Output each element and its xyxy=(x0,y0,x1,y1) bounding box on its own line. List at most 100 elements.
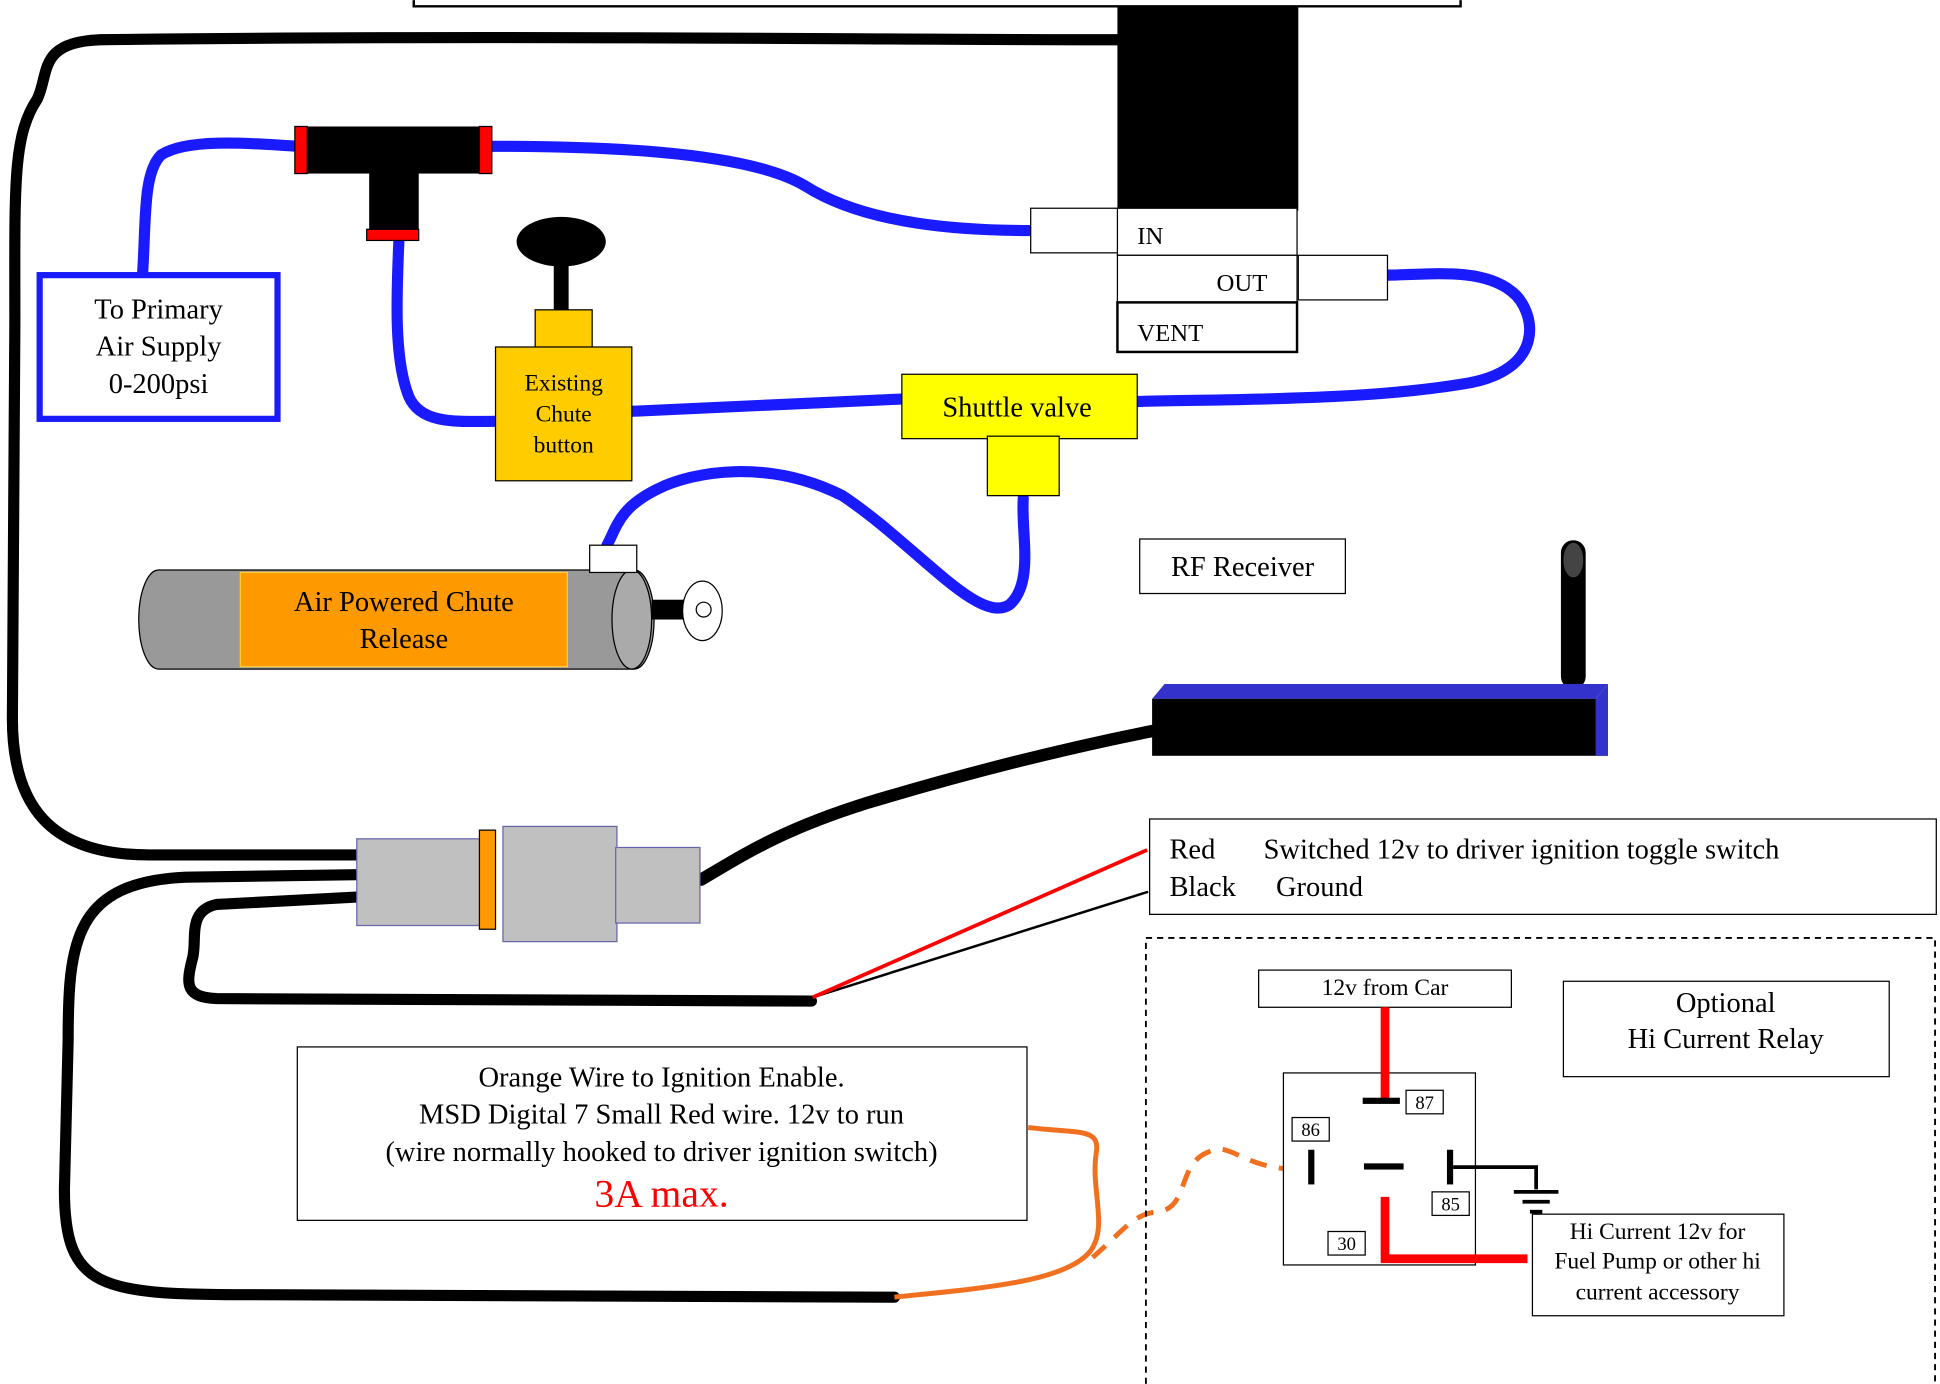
black-wires xyxy=(6,31,1159,1303)
connector-tail xyxy=(615,846,701,924)
button-collar xyxy=(534,309,593,351)
connector-ring xyxy=(478,829,497,930)
primary-air-box xyxy=(36,272,281,422)
cylinder-fitting xyxy=(589,544,638,574)
pin-30-label: 30 xyxy=(1337,1234,1356,1255)
rf-receiver: RF Receiver xyxy=(1139,538,1608,756)
receiver-top-face xyxy=(1152,683,1608,699)
tee-bottom-cap xyxy=(366,228,420,242)
pin-85-label: 85 xyxy=(1441,1194,1460,1215)
chute-button: Existing Chute button xyxy=(494,216,633,482)
black-cable-to-receiver xyxy=(694,724,1159,886)
pin-30-box xyxy=(1327,1230,1366,1256)
hose-supply-to-tee xyxy=(136,137,303,281)
pin-86-label: 86 xyxy=(1301,1120,1320,1141)
port-in-box xyxy=(1116,207,1298,256)
black-ground-wire xyxy=(811,890,1149,999)
tee-body xyxy=(297,126,490,174)
port-in-label: IN xyxy=(1137,223,1163,250)
black-wire-lower-loop xyxy=(58,869,901,1303)
port-vent-label: VENT xyxy=(1137,320,1203,347)
button-stem xyxy=(553,260,569,313)
tee-left-cap xyxy=(294,125,308,175)
port-vent-box xyxy=(1116,301,1299,354)
orange-note-max: 3A max. xyxy=(594,1172,728,1216)
button-label-1: Existing xyxy=(524,370,603,396)
wire-legend-box xyxy=(1149,818,1937,915)
wire-red-label: Red xyxy=(1169,835,1215,866)
hose-tee-to-button xyxy=(391,234,502,428)
connector-plug xyxy=(356,838,482,927)
chute-release-label-2: Release xyxy=(360,624,449,655)
antenna-icon xyxy=(1560,540,1586,689)
connector-socket xyxy=(502,825,618,943)
relay-ground-wire xyxy=(1453,1165,1539,1190)
orange-note-box xyxy=(296,1046,1028,1221)
antenna-tip xyxy=(1563,542,1584,578)
relay-optional-label-1: Optional xyxy=(1676,988,1776,1019)
relay-dashed-border xyxy=(1144,936,1936,1384)
relay-contact-center xyxy=(1363,1163,1404,1170)
rf-receiver-label-box xyxy=(1139,538,1346,595)
pin-85-box xyxy=(1431,1191,1470,1217)
primary-air-label-2: Air Supply xyxy=(96,332,223,363)
relay-optional-label-2: Hi Current Relay xyxy=(1628,1024,1825,1055)
receiver-side-face xyxy=(1595,683,1608,756)
top-box-outline xyxy=(412,0,1462,8)
cylinder-rod xyxy=(651,599,689,620)
tee-stem xyxy=(369,171,419,234)
cylinder-label-band xyxy=(239,571,569,668)
shuttle-valve-label: Shuttle valve xyxy=(942,392,1092,423)
button-label-3: button xyxy=(534,432,594,458)
wiring-connector xyxy=(356,825,701,943)
relay-contact-86 xyxy=(1308,1149,1315,1185)
hose-shuttle-to-out xyxy=(1131,268,1536,408)
hi-current-label-2: Fuel Pump or other hi xyxy=(1554,1249,1761,1275)
relay-12v-from-car-label: 12v from Car xyxy=(1322,975,1449,1001)
chute-release-cylinder: Air Powered Chute Release xyxy=(138,544,723,670)
button-label-2: Chute xyxy=(536,401,592,427)
orange-note-line-3: (wire normally hooked to driver ignition… xyxy=(385,1137,937,1168)
wire-black-label: Black xyxy=(1169,872,1236,903)
pin-87-label: 87 xyxy=(1415,1093,1434,1114)
tee-fitting xyxy=(294,125,493,242)
wire-red-desc: Switched 12v to driver ignition toggle s… xyxy=(1264,835,1780,866)
black-wire-to-switch xyxy=(183,891,818,1007)
primary-air-label-1: To Primary xyxy=(94,294,223,325)
hi-current-label-3: current accessory xyxy=(1576,1280,1740,1306)
button-knob xyxy=(516,216,606,267)
chute-release-label-1: Air Powered Chute xyxy=(294,587,514,618)
port-out-box xyxy=(1116,254,1298,304)
shuttle-valve: Shuttle valve xyxy=(901,373,1138,497)
button-body xyxy=(494,346,633,482)
receiver-body xyxy=(1152,698,1608,756)
relay-optional-box xyxy=(1562,980,1890,1078)
shuttle-valve-body xyxy=(901,373,1138,440)
port-in-fitting xyxy=(1030,207,1121,254)
relay-12v-from-car-box xyxy=(1258,969,1512,1008)
hose-tee-to-valve-in xyxy=(483,140,1037,237)
relay-contact-87 xyxy=(1362,1097,1400,1104)
port-out-label: OUT xyxy=(1217,270,1268,297)
ground-icon xyxy=(1513,1190,1559,1214)
cylinder-end-cap xyxy=(611,569,653,670)
orange-wire-dashed xyxy=(1090,1146,1304,1260)
hose-button-to-shuttle xyxy=(623,393,908,417)
relay-contact-85 xyxy=(1446,1149,1454,1185)
port-out-fitting xyxy=(1297,254,1389,301)
cylinder-clevis-hole xyxy=(695,601,712,618)
black-wire-outer-loop xyxy=(6,31,1127,861)
orange-wire-solid xyxy=(894,1124,1102,1300)
orange-note-line-2: MSD Digital 7 Small Red wire. 12v to run xyxy=(419,1100,904,1131)
primary-air-label-3: 0-200psi xyxy=(109,369,209,400)
hi-current-box xyxy=(1531,1213,1785,1317)
red-switch-wire xyxy=(811,848,1148,1000)
hose-shuttle-to-cylinder xyxy=(601,466,1031,614)
shuttle-valve-port xyxy=(986,435,1060,497)
relay-red-output xyxy=(1380,1196,1528,1264)
air-hoses xyxy=(136,137,1536,614)
orange-note-line-1: Orange Wire to Ignition Enable. xyxy=(478,1063,844,1094)
wire-black-desc: Ground xyxy=(1276,872,1363,903)
optional-relay-section: 12v from Car Optional Hi Current Relay 8… xyxy=(1144,936,1936,1384)
